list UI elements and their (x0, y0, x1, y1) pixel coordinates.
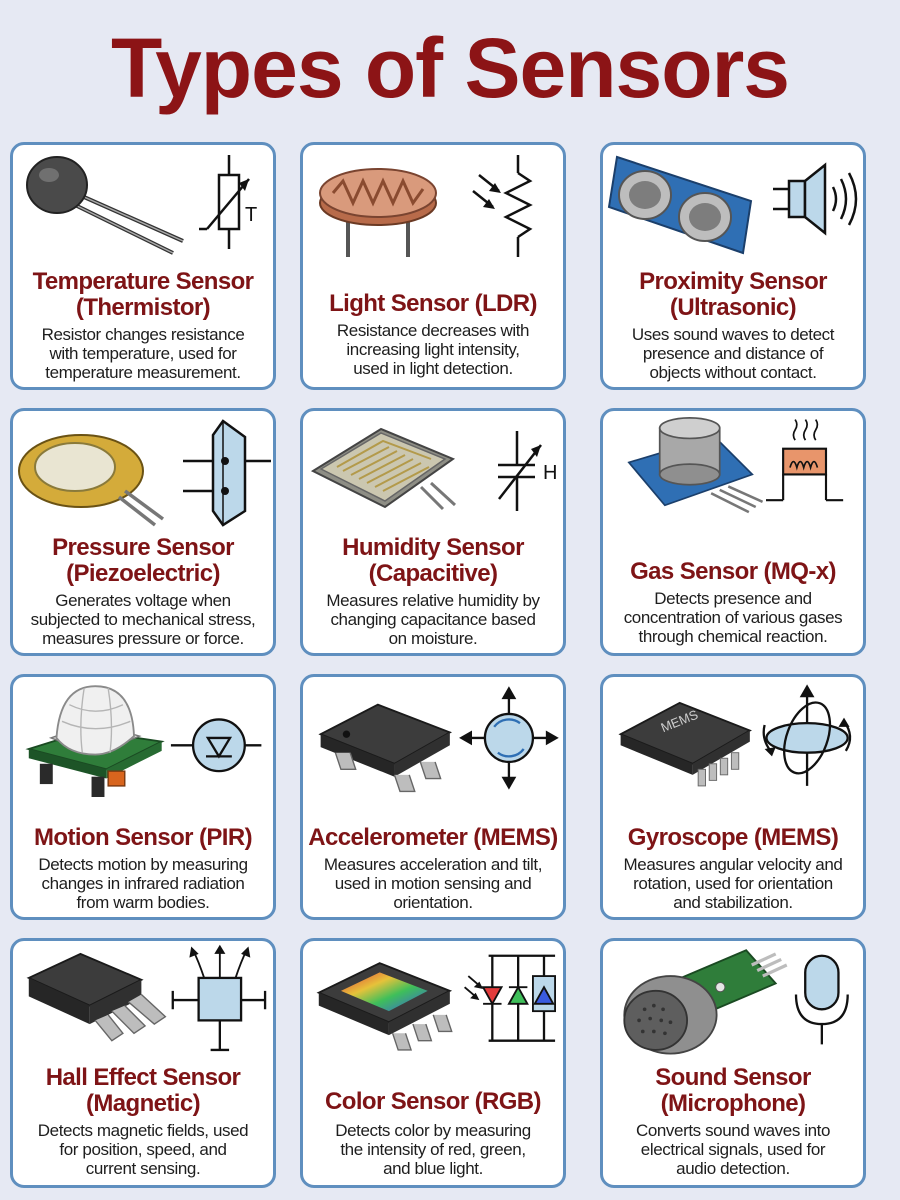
sensor-description: Converts sound waves into electrical sig… (635, 1121, 831, 1178)
pir-sensor-icon (25, 685, 262, 797)
sensor-title: Sound Sensor (Microphone) (655, 1064, 811, 1117)
sensor-description: Detects color by measuring the intensity… (335, 1121, 531, 1178)
sensor-title: Gas Sensor (MQ-x) (630, 558, 836, 585)
sensor-title: Pressure Sensor (Piezoelectric) (52, 534, 234, 587)
ultrasonic-icon (607, 155, 858, 255)
thermistor-symbol-label: T (245, 204, 257, 226)
hall-sensor-icon (26, 944, 267, 1052)
sensor-description: Resistor changes resistance with tempera… (41, 325, 245, 382)
sensor-description: Detects motion by measuring changes in i… (38, 855, 248, 912)
accelerometer-chip-icon (318, 686, 559, 793)
sensor-description: Detects magnetic fields, used for positi… (37, 1121, 249, 1178)
sensor-card-motion: Motion Sensor (PIR) Detects motion by me… (10, 674, 276, 920)
sensor-card-gas: Gas Sensor (MQ-x) Detects presence and c… (600, 408, 866, 656)
sensor-title: Proximity Sensor (Ultrasonic) (639, 268, 827, 321)
sensor-title: Hall Effect Sensor (Magnetic) (45, 1064, 241, 1117)
sensor-description: Generates voltage when subjected to mech… (30, 591, 256, 648)
thermistor-icon: T (26, 155, 257, 255)
sensor-card-light: Light Sensor (LDR) Resistance decreases … (300, 142, 566, 390)
sensor-title: Temperature Sensor (Thermistor) (32, 268, 254, 321)
sensor-card-humidity: H Humidity Sensor (Capacitive) Measures … (300, 408, 566, 656)
sensor-title: Gyroscope (MEMS) (627, 824, 839, 851)
sensor-description: Detects presence and concentration of va… (623, 589, 843, 646)
sensor-description: Resistance decreases with increasing lig… (336, 321, 530, 378)
sensor-card-pressure: Pressure Sensor (Piezoelectric) Generate… (10, 408, 276, 656)
sensor-description: Measures relative humidity by changing c… (326, 591, 540, 648)
sensor-card-color: Color Sensor (RGB) Detects color by meas… (300, 938, 566, 1188)
ldr-icon (319, 155, 533, 257)
sensor-card-proximity: Proximity Sensor (Ultrasonic) Uses sound… (600, 142, 866, 390)
sensor-card-accelerometer: Accelerometer (MEMS) Measures accelerati… (300, 674, 566, 920)
sensor-title: Color Sensor (RGB) (325, 1088, 541, 1115)
sensor-title: Light Sensor (LDR) (329, 290, 537, 317)
sensor-description: Measures angular velocity and rotation, … (623, 855, 843, 912)
sensor-card-hall-effect: Hall Effect Sensor (Magnetic) Detects ma… (10, 938, 276, 1188)
sensor-title: Humidity Sensor (Capacitive) (342, 534, 524, 587)
humidity-sensor-icon: H (310, 427, 557, 511)
sensor-description: Measures acceleration and tilt, used in … (323, 855, 543, 912)
microphone-icon (623, 949, 849, 1055)
gyroscope-chip-icon: MEMS (618, 684, 852, 787)
humidity-symbol-label: H (543, 462, 557, 484)
sensor-card-sound: Sound Sensor (Microphone) Converts sound… (600, 938, 866, 1188)
sensor-title: Accelerometer (MEMS) (308, 824, 558, 851)
sensor-card-temperature: T Temperature Sensor (Thermistor) Resist… (10, 142, 276, 390)
sensor-grid: T Temperature Sensor (Thermistor) Resist… (10, 142, 890, 1192)
sensor-card-gyroscope: MEMS Gyroscope (MEMS) Measures angular v… (600, 674, 866, 920)
sensor-description: Uses sound waves to detect presence and … (631, 325, 835, 382)
piezo-disc-icon (18, 419, 271, 527)
sensor-title: Motion Sensor (PIR) (34, 824, 253, 851)
rgb-sensor-icon (316, 954, 556, 1051)
gas-sensor-icon (627, 417, 844, 514)
page-title: Types of Sensors (111, 21, 790, 115)
